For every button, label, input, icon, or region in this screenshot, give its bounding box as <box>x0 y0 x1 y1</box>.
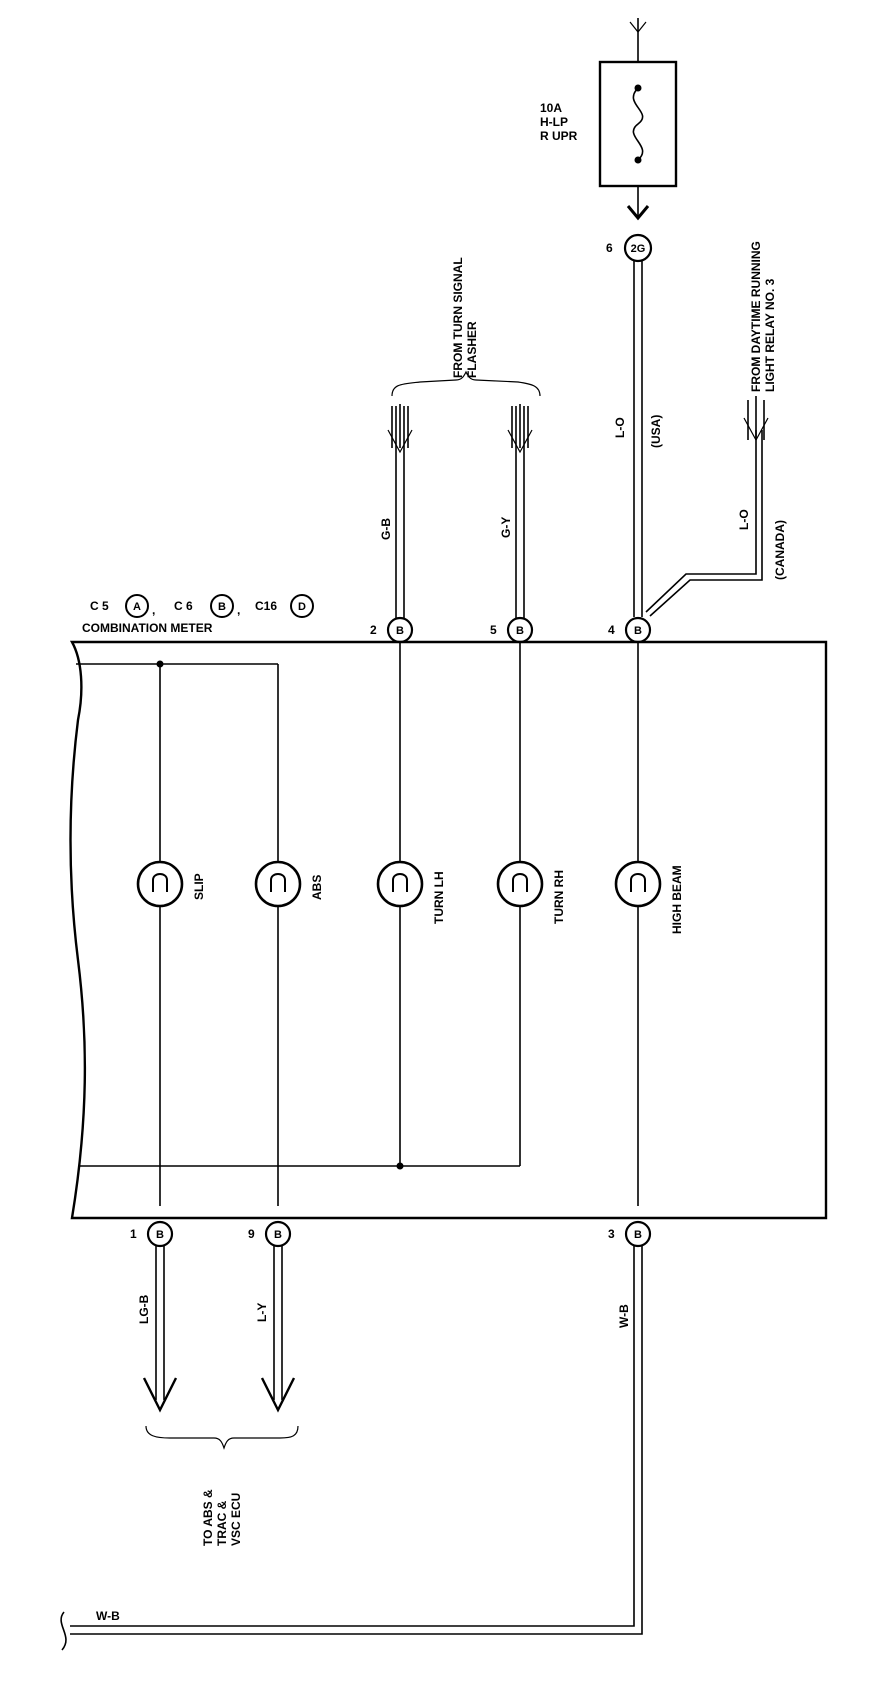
pin-letter: B <box>274 1229 282 1241</box>
pin-letter: B <box>156 1229 164 1241</box>
wire-label-canada: (CANADA) <box>773 520 787 580</box>
bulb-label-turn-lh: TURN LH <box>432 871 446 924</box>
pin-letter: B <box>516 625 524 637</box>
wire-wb <box>60 1246 643 1651</box>
pin-letter: B <box>634 625 642 637</box>
bulb-icon <box>136 860 184 908</box>
fuse-name-line2: R UPR <box>540 129 578 143</box>
junction-pin: 6 <box>606 241 613 255</box>
note-abs-line1: TO ABS & <box>201 1489 215 1546</box>
connector-separator: , <box>152 603 155 617</box>
connector-code: C 5 <box>90 599 109 613</box>
note-turn-line2: FLASHER <box>465 321 479 378</box>
wire-label-gy: G-Y <box>499 517 513 538</box>
junction-id: 2G <box>631 243 646 255</box>
connector-separator: , <box>237 603 240 617</box>
wire-label-lgb: LG-B <box>137 1294 151 1324</box>
meter-internal-wiring <box>76 642 639 1206</box>
meter-box <box>69 640 828 1220</box>
pin-number: 2 <box>370 623 377 637</box>
wire-label-wb-bottom: W-B <box>96 1609 120 1623</box>
note-drl-line1: FROM DAYTIME RUNNING <box>749 241 763 392</box>
bulb-icon <box>496 860 544 908</box>
wire-ly <box>260 1246 296 1413</box>
connector-letter: A <box>133 601 141 613</box>
connector-code: C16 <box>255 599 277 613</box>
turn-flasher-brace <box>391 370 541 397</box>
bulb-label-abs: ABS <box>310 875 324 900</box>
pin-number: 1 <box>130 1227 137 1241</box>
wire-lo-usa <box>633 261 643 617</box>
abs-ecu-brace <box>145 1425 299 1450</box>
wire-label-lo-canada: L-O <box>737 509 751 530</box>
fuse-amp: 10A <box>540 101 562 115</box>
wire-lgb <box>142 1246 178 1413</box>
wire-label-gb: G-B <box>379 518 393 540</box>
bulb-label-turn-rh: TURN RH <box>552 870 566 924</box>
note-abs-line3: VSC ECU <box>229 1493 243 1546</box>
junction-connector <box>623 233 653 263</box>
pin-number: 4 <box>608 623 615 637</box>
pin-letter: B <box>634 1229 642 1241</box>
pin-number: 3 <box>608 1227 615 1241</box>
meter-name: COMBINATION METER <box>82 621 213 635</box>
fuse-feed <box>629 18 647 62</box>
note-turn-line1: FROM TURN SIGNAL <box>451 257 465 378</box>
connector-letter: D <box>298 601 306 613</box>
fuse-name-line1: H-LP <box>540 115 568 129</box>
wire-gb <box>387 404 413 634</box>
pin-connector <box>624 1220 652 1248</box>
pin-letter: B <box>396 625 404 637</box>
pin-number: 9 <box>248 1227 255 1241</box>
note-drl-line2: LIGHT RELAY NO. 3 <box>763 278 777 392</box>
wire-label-lo-usa: L-O <box>613 417 627 438</box>
fuse <box>598 60 678 221</box>
connector-code: C 6 <box>174 599 193 613</box>
wire-lo-canada <box>645 396 769 617</box>
wire-label-wb: W-B <box>617 1304 631 1328</box>
wire-label-usa: (USA) <box>649 415 663 448</box>
pin-connector <box>264 1220 292 1248</box>
bulb-icon <box>254 860 302 908</box>
bulb-icon <box>376 860 424 908</box>
pin-connector <box>146 1220 174 1248</box>
meter-connector-list: C 5 A , C 6 B , C16 D <box>90 594 314 618</box>
pin-number: 5 <box>490 623 497 637</box>
connector-letter: B <box>218 601 226 613</box>
note-abs-line2: TRAC & <box>215 1500 229 1546</box>
wire-label-ly: L-Y <box>255 1303 269 1322</box>
bulb-icon <box>614 860 662 908</box>
bulb-label-high-beam: HIGH BEAM <box>670 865 684 934</box>
wire-gy <box>507 404 533 634</box>
bulb-label-slip: SLIP <box>192 873 206 900</box>
